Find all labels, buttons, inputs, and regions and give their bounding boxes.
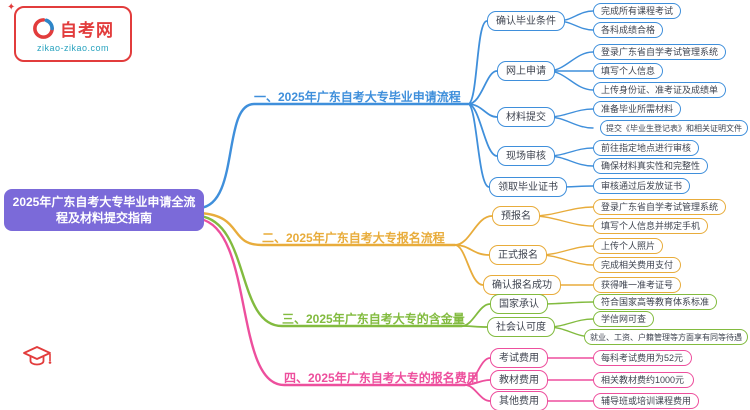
leaf-node: 相关教材费约1000元	[593, 372, 694, 388]
leaf-node: 上传个人照片	[593, 238, 664, 254]
leaf-node: 辅导班或培训课程费用	[593, 393, 700, 409]
leaf-node: 填写个人信息	[593, 63, 664, 79]
leaf-node: 就业、工资、户籍管理等方面享有同等待遇	[584, 329, 748, 345]
subtopic-node: 教材费用	[490, 370, 548, 390]
site-url: zikao-zikao.com	[36, 42, 110, 53]
subtopic-node: 确认报名成功	[483, 275, 561, 295]
leaf-node: 登录广东省自学考试管理系统	[593, 199, 727, 215]
subtopic-node: 考试费用	[490, 348, 548, 368]
subtopic-node: 领取毕业证书	[489, 177, 567, 197]
subtopic-node: 材料提交	[497, 107, 555, 127]
site-logo: 自考网 zikao-zikao.com	[14, 6, 132, 62]
leaf-node: 获得唯一准考证号	[593, 277, 682, 293]
central-topic: 2025年广东自考大专毕业申请全流程及材料提交指南	[4, 189, 204, 232]
subtopic-node: 网上申请	[497, 61, 555, 81]
leaf-node: 完成所有课程考试	[593, 3, 682, 19]
branch-label-1: 一、2025年广东自考大专毕业申请流程	[254, 90, 461, 104]
leaf-node: 登录广东省自学考试管理系统	[593, 44, 727, 60]
subtopic-node: 其他费用	[490, 391, 548, 410]
site-name: 自考网	[60, 20, 114, 40]
branch-label-3: 三、2025年广东自考大专的含金量	[282, 312, 465, 326]
leaf-node: 上传身份证、准考证及成绩单	[593, 82, 727, 98]
leaf-node: 每科考试费用为52元	[593, 350, 692, 366]
subtopic-node: 社会认可度	[487, 317, 555, 337]
leaf-node: 审核通过后发放证书	[593, 178, 691, 194]
graduation-cap-icon	[23, 346, 52, 366]
leaf-node: 准备毕业所需材料	[593, 101, 682, 117]
decorative-star-icon: ✦	[7, 2, 16, 13]
leaf-node: 符合国家高等教育体系标准	[593, 294, 718, 310]
branch-label-2: 二、2025年广东自考大专报名流程	[262, 231, 445, 245]
leaf-node: 各科成绩合格	[593, 22, 664, 38]
leaf-node: 提交《毕业生登记表》和相关证明文件	[600, 120, 748, 136]
branch-label-4: 四、2025年广东自考大专的报名费用	[284, 371, 479, 385]
leaf-node: 前往指定地点进行审核	[593, 140, 700, 156]
subtopic-node: 国家承认	[490, 294, 548, 314]
subtopic-node: 现场审核	[497, 146, 555, 166]
leaf-node: 确保材料真实性和完整性	[593, 158, 709, 174]
site-logo-icon	[33, 17, 54, 39]
subtopic-node: 确认毕业条件	[487, 11, 565, 31]
leaf-node: 完成相关费用支付	[593, 257, 682, 273]
leaf-node: 填写个人信息并绑定手机	[593, 218, 709, 234]
leaf-node: 学信网可查	[593, 311, 655, 327]
subtopic-node: 预报名	[492, 206, 540, 226]
subtopic-node: 正式报名	[489, 245, 547, 265]
